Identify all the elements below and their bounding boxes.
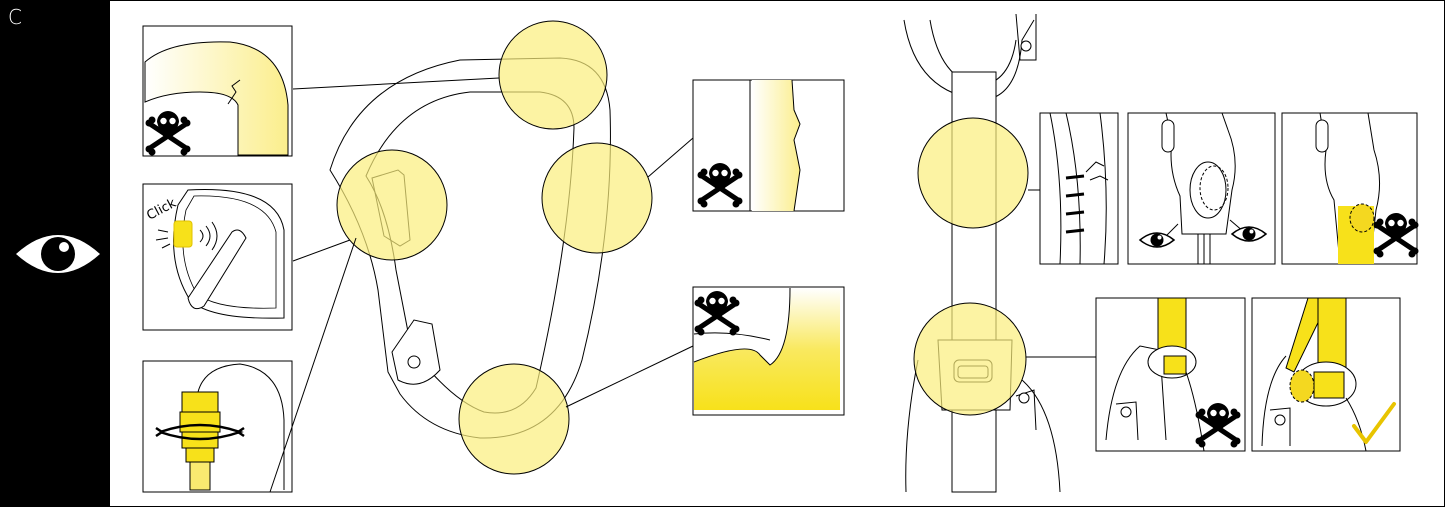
panel-inspect-connection (1127, 112, 1276, 265)
panel-worn-bend (693, 286, 845, 416)
eye-icon (14, 226, 102, 282)
sling-assembly (903, 13, 1096, 493)
panel-sling-cut (1039, 112, 1119, 265)
panel-corner-crack (142, 25, 293, 156)
panel-worn-connection (1281, 112, 1419, 265)
checkmark-icon (1352, 402, 1396, 444)
panel-spine-crack (692, 79, 845, 212)
leader-lines-left (269, 77, 694, 493)
panel-misplaced-sling (1095, 297, 1246, 452)
panel-locking-sleeve (142, 360, 293, 493)
panel-gate-click: Click (142, 183, 293, 331)
panel-correct-sling (1251, 297, 1401, 452)
carabiner-center (329, 57, 611, 439)
inspection-zones-center (336, 20, 653, 475)
section-letter: C (8, 5, 22, 29)
sidebar-band: C (0, 0, 110, 507)
